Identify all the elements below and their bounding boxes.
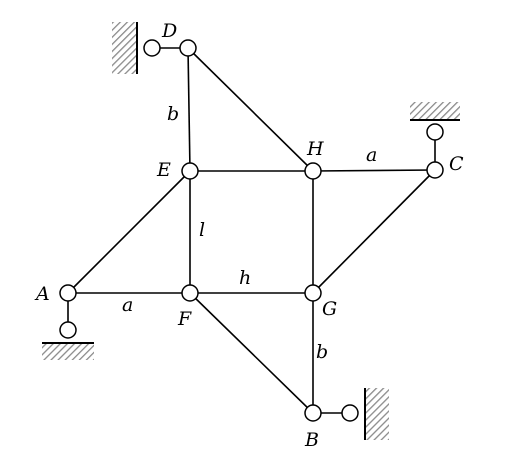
label-G: G xyxy=(322,298,337,320)
support-pin-D xyxy=(143,39,161,57)
member-D-E xyxy=(187,47,191,172)
joint-C xyxy=(426,161,444,179)
label-C: C xyxy=(449,153,464,175)
member-A-E xyxy=(67,170,191,294)
member-C-G xyxy=(312,169,436,294)
joint-E xyxy=(181,162,199,180)
dim-label-HC: a xyxy=(366,144,377,166)
member-H-C xyxy=(312,169,436,172)
support-B-wall xyxy=(364,388,389,440)
member-D-H xyxy=(187,47,314,172)
dim-label-FG: h xyxy=(239,267,251,289)
joint-G xyxy=(304,284,322,302)
dim-label-DE: b xyxy=(167,103,179,125)
dim-label-EF: l xyxy=(199,219,205,241)
joint-H xyxy=(304,162,322,180)
joint-F xyxy=(181,284,199,302)
label-D: D xyxy=(161,20,177,42)
member-F-B xyxy=(189,292,314,414)
dim-label-GB: b xyxy=(316,341,328,363)
label-F: F xyxy=(177,308,192,330)
support-C-wall xyxy=(410,102,460,121)
label-A: A xyxy=(34,283,50,305)
support-D-wall xyxy=(112,22,138,74)
support-A-wall xyxy=(42,342,94,360)
label-H: H xyxy=(306,138,324,160)
dim-label-AF: a xyxy=(122,294,133,316)
joint-A xyxy=(59,284,77,302)
support-pin-C xyxy=(426,123,444,141)
label-E: E xyxy=(156,159,171,181)
joint-D xyxy=(179,39,197,57)
joint-B xyxy=(304,404,322,422)
support-pin-A xyxy=(59,321,77,339)
label-B: B xyxy=(304,429,319,451)
support-pin-B xyxy=(341,404,359,422)
